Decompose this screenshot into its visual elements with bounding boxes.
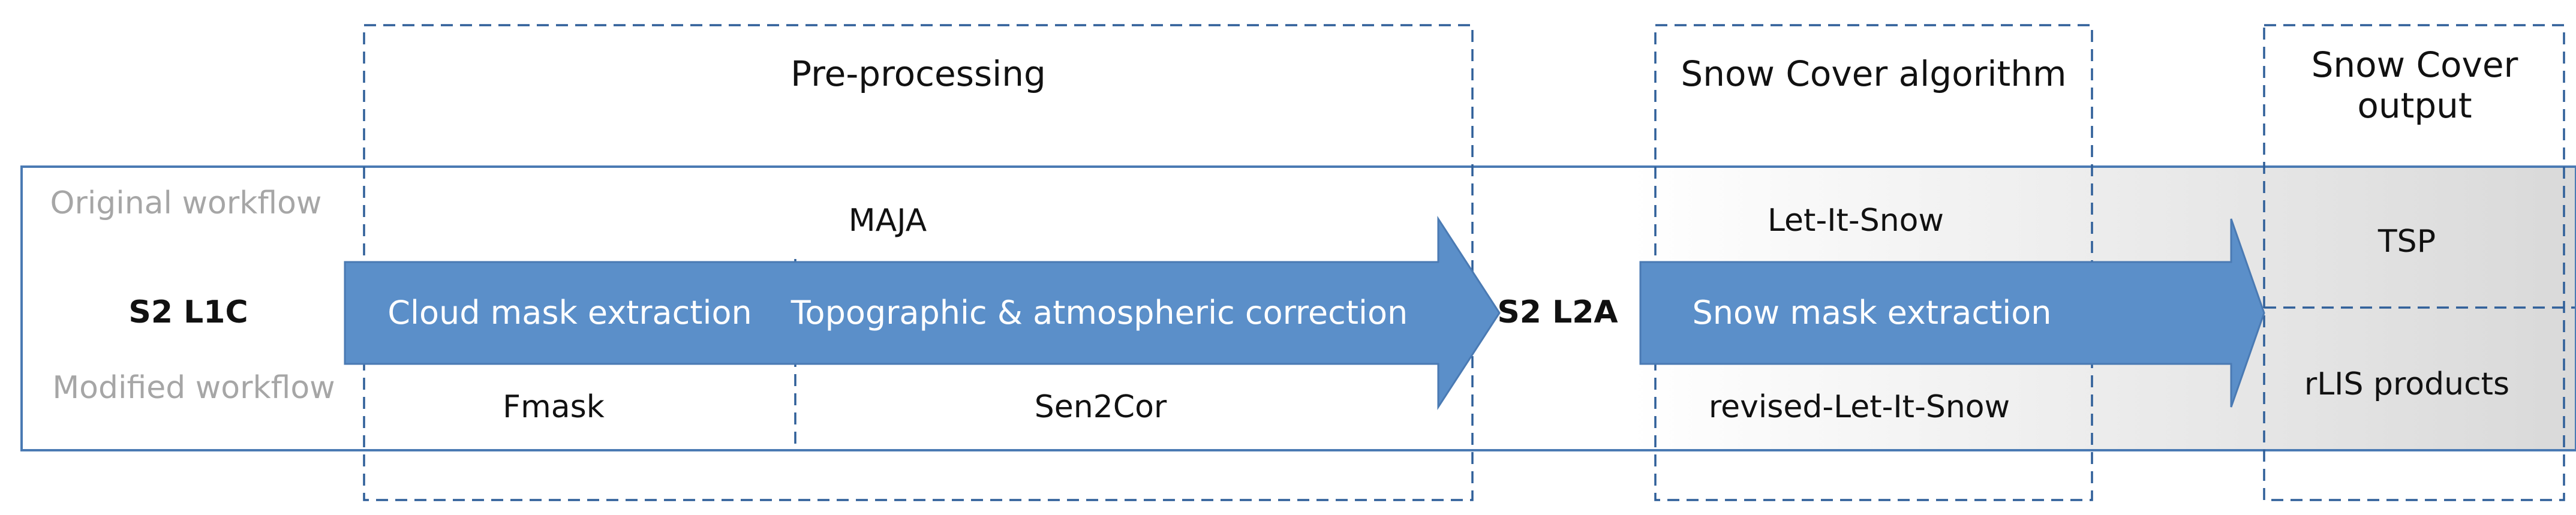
fmask-tool: Fmask	[503, 389, 605, 425]
modified-workflow-label: Modified workflow	[52, 370, 335, 406]
algorithm-arrow	[1639, 218, 2265, 408]
output-title-line1: Snow Cover	[2312, 44, 2518, 85]
let-it-snow-tool: Let-It-Snow	[1768, 203, 1944, 239]
s2-l2a-label: S2 L2A	[1497, 294, 1618, 330]
tsp-output: TSP	[2377, 224, 2436, 260]
maja-tool: MAJA	[849, 203, 927, 239]
revised-let-it-snow-tool: revised-Let-It-Snow	[1709, 389, 2010, 425]
original-workflow-label: Original workflow	[50, 185, 322, 221]
output-stage-box	[2263, 24, 2565, 501]
preprocessing-arrow	[344, 215, 1501, 411]
s2-l1c-label: S2 L1C	[128, 294, 248, 330]
snow-mask-step: Snow mask extraction	[1693, 294, 2052, 332]
rlis-products-output: rLIS products	[2304, 366, 2509, 402]
sen2cor-tool: Sen2Cor	[1035, 389, 1167, 425]
topo-atmo-step: Topographic & atmospheric correction	[790, 294, 1408, 332]
output-title-line2: output	[2357, 85, 2472, 126]
preprocessing-title: Pre-processing	[790, 53, 1046, 94]
algorithm-title: Snow Cover algorithm	[1681, 53, 2066, 94]
cloud-mask-step: Cloud mask extraction	[387, 294, 752, 332]
